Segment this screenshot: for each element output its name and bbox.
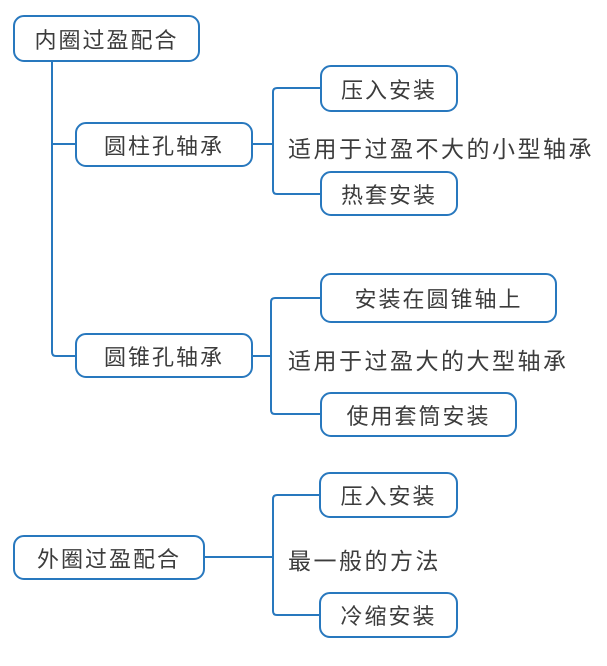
note-small-bearing: 适用于过盈不大的小型轴承 [288, 136, 594, 162]
node-outer-ring-fit[interactable]: 外圈过盈配合 [13, 535, 205, 580]
wire-inner-trunk [51, 61, 76, 357]
node-install-on-tapered-shaft[interactable]: 安装在圆锥轴上 [320, 273, 557, 323]
wire-outer-children [272, 494, 320, 616]
node-cylindrical-bore-bearing[interactable]: 圆柱孔轴承 [75, 122, 253, 167]
node-inner-ring-fit[interactable]: 内圈过盈配合 [13, 15, 200, 62]
note-most-common-method: 最一般的方法 [288, 548, 441, 574]
wire-branch1-children [272, 87, 321, 195]
node-cold-shrink-install[interactable]: 冷缩安装 [319, 592, 458, 638]
note-large-bearing: 适用于过盈大的大型轴承 [288, 348, 569, 374]
node-tapered-bore-bearing[interactable]: 圆锥孔轴承 [75, 333, 253, 378]
wire-branch2-children [270, 297, 321, 415]
node-press-in-install-inner[interactable]: 压入安装 [320, 65, 458, 112]
node-press-in-install-outer[interactable]: 压入安装 [319, 472, 458, 518]
node-hot-sleeve-install[interactable]: 热套安装 [320, 171, 458, 216]
node-sleeve-install[interactable]: 使用套筒安装 [320, 392, 517, 437]
